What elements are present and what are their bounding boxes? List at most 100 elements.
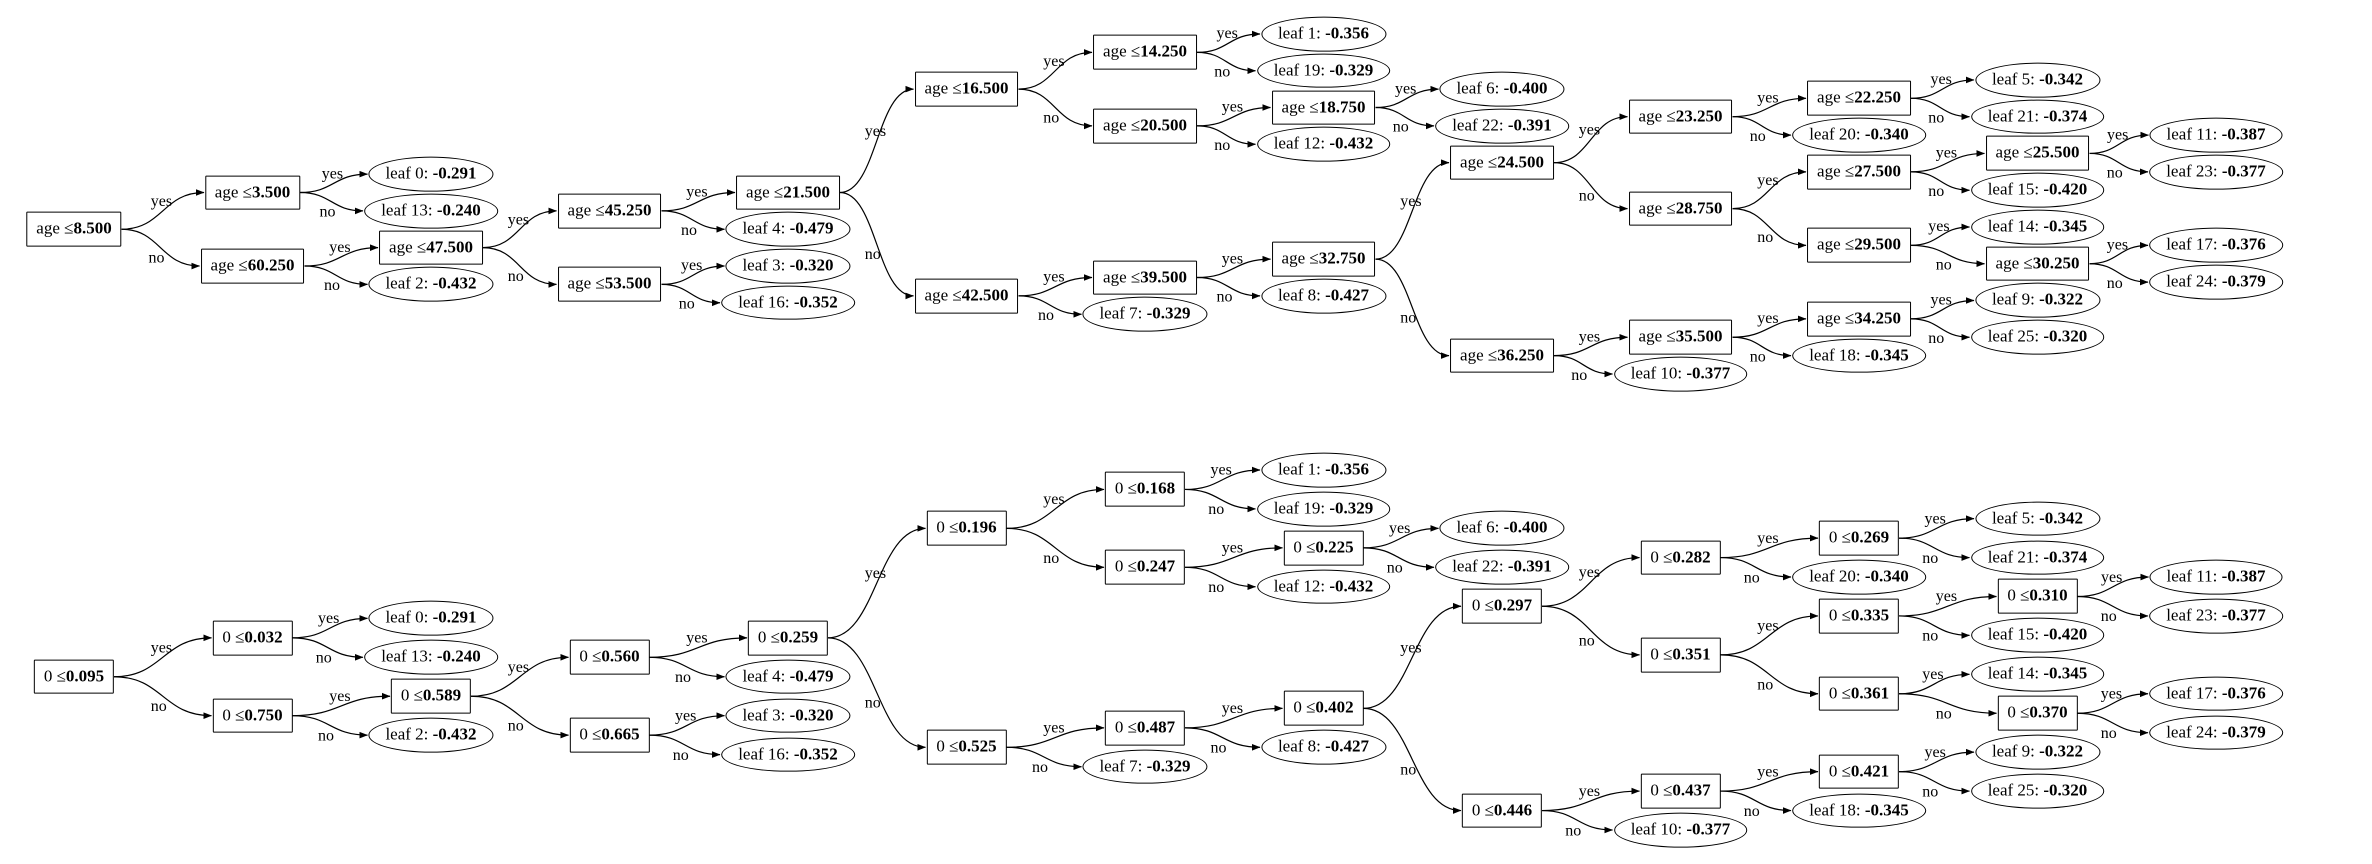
edge-label-no: no (1744, 569, 1760, 586)
leaf-value-text: -0.400 (1503, 78, 1548, 98)
leaf-value-text: -0.377 (1686, 363, 1731, 383)
edge-yes (1196, 30, 1261, 53)
split-threshold-text: 8.500 (73, 218, 112, 238)
edge-label-yes: yes (1211, 462, 1232, 479)
leaf-node-t1-9: leaf 9: -0.322 (1974, 734, 2101, 770)
split-condition-text: age ≤ (1817, 161, 1855, 181)
split-node-t1-0.437: 0 ≤0.437 (1640, 773, 1721, 809)
leaf-name-text: leaf 11: (2166, 566, 2222, 586)
edge-no (1553, 355, 1613, 378)
leaf-value-text: -0.432 (432, 274, 477, 294)
leaf-node-t1-11: leaf 11: -0.387 (2149, 559, 2283, 595)
edge-label-no: no (1922, 783, 1938, 800)
leaf-node-t0-4: leaf 4: -0.479 (725, 211, 851, 247)
split-threshold-text: 35.500 (1675, 326, 1723, 346)
leaf-value-text: -0.379 (2221, 722, 2266, 742)
edge-label-yes: yes (322, 165, 343, 182)
edge-label-yes: yes (1389, 520, 1410, 537)
split-node-t0-34.250: age ≤34.250 (1807, 301, 1911, 337)
leaf-name-text: leaf 17: (2166, 235, 2222, 254)
edge-no (1898, 771, 1970, 795)
edge-yes (1363, 602, 1462, 709)
edge-label-no: no (675, 669, 691, 686)
leaf-value-text: -0.240 (436, 646, 481, 666)
split-threshold-text: 53.500 (604, 274, 652, 294)
leaf-value-text: -0.352 (793, 744, 838, 764)
split-condition-text: age ≤ (567, 200, 605, 220)
edge-yes (1553, 113, 1628, 164)
leaf-name-text: leaf 3: (742, 705, 790, 725)
edge-label-yes: yes (2107, 237, 2128, 254)
split-threshold-text: 16.500 (961, 78, 1009, 98)
leaf-node-t1-18: leaf 18: -0.345 (1792, 793, 1926, 828)
leaf-value-text: -0.387 (2221, 124, 2266, 144)
split-threshold-text: 23.250 (1675, 106, 1723, 126)
split-node-t1-0.665: 0 ≤0.665 (569, 717, 650, 753)
leaf-name-text: leaf 11: (2166, 124, 2222, 144)
edge-no (1732, 207, 1807, 249)
edge-label-yes: yes (1757, 172, 1778, 189)
split-node-t0-20.500: age ≤20.500 (1093, 108, 1197, 144)
split-node-t0-47.500: age ≤47.500 (379, 230, 483, 265)
split-condition-text: age ≤ (214, 182, 252, 202)
edge-label-no: no (673, 747, 689, 764)
leaf-value-text: -0.329 (1146, 756, 1191, 776)
edge-no (1720, 790, 1792, 814)
split-node-t0-28.750: age ≤28.750 (1628, 191, 1733, 226)
edge-label-yes: yes (865, 565, 886, 582)
split-threshold-text: 0.487 (1136, 717, 1176, 737)
edge-label-yes: yes (1936, 588, 1957, 605)
edge-yes (1184, 705, 1283, 729)
edge-no (1196, 125, 1256, 148)
edge-label-yes: yes (1757, 763, 1778, 780)
edge-yes (113, 634, 212, 678)
edge-yes (1720, 768, 1819, 792)
split-condition-text: age ≤ (924, 285, 962, 305)
leaf-value-text: -0.320 (2043, 326, 2088, 346)
leaf-node-t0-19: leaf 19: -0.329 (1256, 53, 1391, 89)
edge-no (1732, 336, 1792, 359)
edge-label-no: no (1043, 550, 1059, 567)
edge-label-yes: yes (1925, 510, 1946, 527)
edge-yes (304, 244, 379, 267)
edge-no (1006, 527, 1105, 571)
edge-label-yes: yes (2101, 686, 2122, 703)
edge-no (1541, 605, 1640, 659)
leaf-value-text: -0.345 (2043, 663, 2088, 683)
split-node-t1-0.196: 0 ≤0.196 (926, 511, 1007, 546)
edge-label-no: no (316, 650, 332, 667)
leaf-name-text: leaf 9: (1991, 741, 2040, 761)
edge-no (661, 283, 721, 307)
split-condition-text: age ≤ (1638, 106, 1676, 126)
leaf-node-t1-20: leaf 20: -0.340 (1792, 559, 1926, 595)
leaf-node-t0-3: leaf 3: -0.320 (725, 248, 851, 284)
split-condition-text: 0 ≤ (1293, 537, 1316, 557)
leaf-value-text: -0.420 (2043, 625, 2088, 645)
edge-label-no: no (1757, 676, 1773, 693)
leaf-value-text: -0.374 (2043, 547, 2088, 567)
tree-edges-age: yesnoyesnoyesnoyesnoyesnoyesnoyesnoyesno… (121, 25, 2149, 384)
leaf-value-text: -0.291 (432, 608, 477, 628)
split-condition-text: age ≤ (1103, 267, 1141, 287)
leaf-name-text: leaf 4: (742, 666, 790, 686)
edge-no (839, 191, 914, 300)
leaf-value-text: -0.340 (1864, 124, 1909, 144)
edge-label-no: no (318, 727, 334, 744)
split-node-t1-0.168: 0 ≤0.168 (1104, 472, 1186, 507)
split-threshold-text: 0.310 (2029, 586, 2068, 606)
leaf-name-text: leaf 10: (1630, 363, 1687, 383)
edge-label-yes: yes (1936, 145, 1957, 162)
edge-label-no: no (1393, 119, 1409, 136)
edge-yes (1720, 534, 1819, 559)
tree-diagram-feature0: yes no yes no yes no yes no yes no yes no yes no yes no… (0, 444, 2372, 856)
split-threshold-text: 28.750 (1675, 198, 1723, 218)
edge-no (1910, 171, 1970, 194)
split-node-t1-0.335: 0 ≤0.335 (1818, 598, 1900, 634)
edge-label-yes: yes (1400, 193, 1421, 210)
edge-no (1375, 106, 1435, 130)
split-condition-text: 0 ≤ (1293, 698, 1316, 718)
edge-label-yes: yes (329, 688, 350, 705)
leaf-value-text: -0.356 (1325, 459, 1370, 479)
leaf-node-t1-12: leaf 12: -0.432 (1256, 569, 1391, 605)
split-node-t0-22.250: age ≤22.250 (1807, 80, 1911, 116)
